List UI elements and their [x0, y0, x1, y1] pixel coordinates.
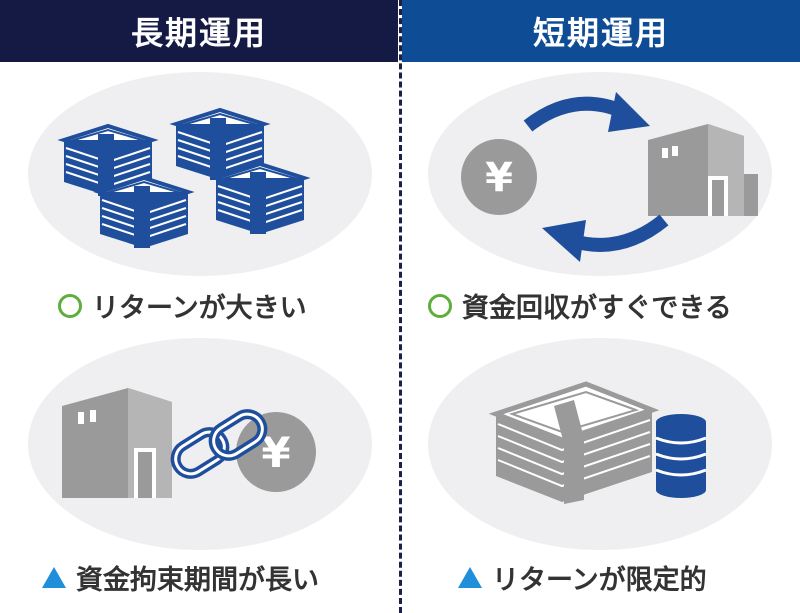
- building-icon: [62, 388, 172, 498]
- long-term-title: 長期運用: [130, 14, 267, 52]
- top-right-caption-text: 資金回収がすぐできる: [462, 293, 732, 324]
- triangle-mark-icon: [458, 567, 482, 588]
- circle-mark-icon: [58, 293, 82, 318]
- chain-link-icon: [170, 409, 268, 479]
- long-term-header: 長期運用: [0, 0, 398, 62]
- top-left-caption-text: リターンが大きい: [92, 293, 307, 324]
- money-stack-icon: [488, 381, 660, 504]
- circle-mark-icon: [428, 293, 452, 318]
- short-term-header: 短期運用: [402, 0, 800, 62]
- yen-coin-icon: ¥: [236, 412, 316, 492]
- top-left-caption: リターンが大きい: [58, 286, 307, 325]
- yen-coin-icon: ¥: [461, 139, 537, 215]
- bottom-left-caption: 資金拘束期間が長い: [42, 558, 319, 597]
- short-term-title: 短期運用: [532, 14, 669, 52]
- coin-stack-icon: [655, 414, 707, 498]
- money-stacks-icon: [62, 108, 306, 250]
- arrow-left-icon: [542, 214, 669, 262]
- top-right-caption: 資金回収がすぐできる: [428, 286, 732, 325]
- yen-symbol: ¥: [485, 155, 513, 201]
- bottom-right-caption: リターンが限定的: [458, 558, 707, 597]
- bottom-left-caption-text: 資金拘束期間が長い: [76, 565, 319, 596]
- arrow-right-icon: [523, 92, 650, 132]
- yen-symbol: ¥: [261, 428, 290, 477]
- building-icon: [648, 124, 758, 216]
- bottom-right-caption-text: リターンが限定的: [492, 565, 707, 596]
- column-divider: [399, 0, 402, 613]
- triangle-mark-icon: [42, 567, 66, 588]
